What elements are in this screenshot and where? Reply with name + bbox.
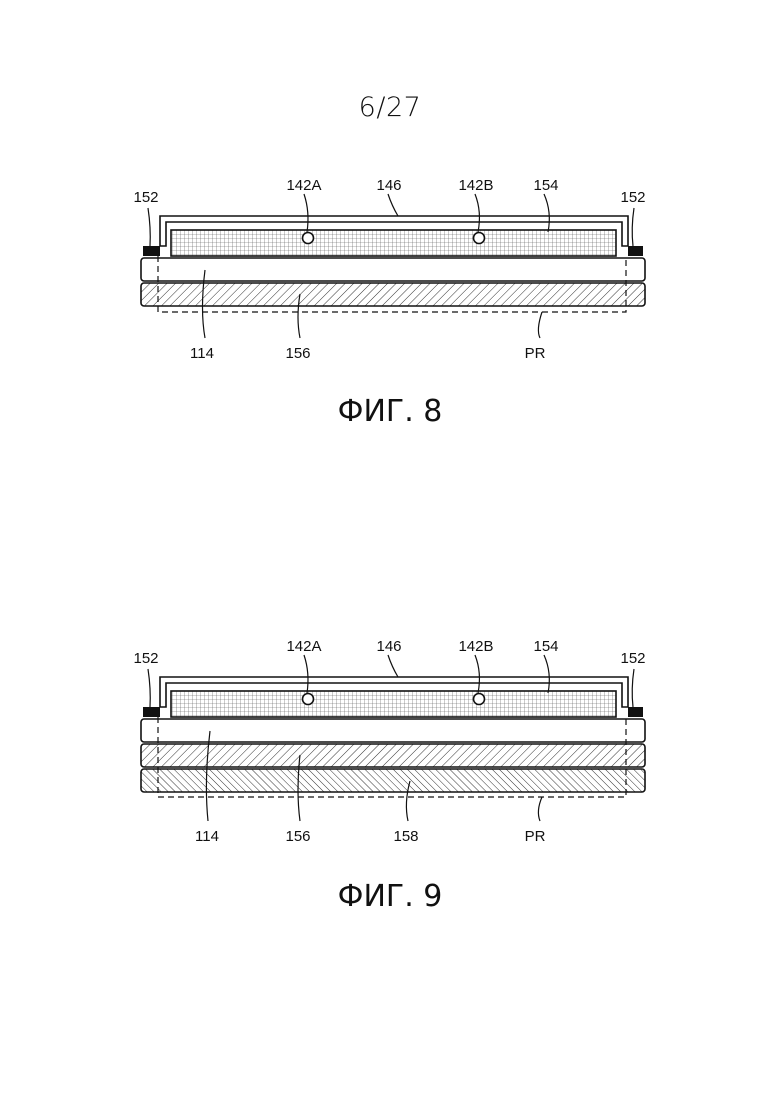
label-146: 146: [376, 638, 401, 655]
point-142a: [303, 233, 314, 244]
seal-right-152: [628, 707, 643, 717]
layer-156: [141, 744, 645, 767]
substrate-114: [141, 719, 645, 742]
substrate-114: [141, 258, 645, 281]
label-154: 154: [533, 638, 558, 655]
seal-left-152: [143, 246, 160, 256]
figure-8-caption: ФИГ. 8: [0, 394, 780, 429]
label-146: 146: [376, 177, 401, 194]
figure-8-drawing: 152 152 142A 146 142B 154 114 156 PR: [0, 170, 780, 390]
label-pr: PR: [525, 828, 546, 845]
label-158: 158: [393, 828, 418, 845]
label-156: 156: [285, 828, 310, 845]
seal-left-152: [143, 707, 160, 717]
page-number: 6/27: [0, 92, 780, 123]
figure-9-drawing: 152 152 142A 146 142B 154 114 156 158 PR: [0, 631, 780, 851]
label-152-right: 152: [620, 189, 645, 206]
figure-9-caption: ФИГ. 9: [0, 879, 780, 914]
label-142b: 142B: [458, 177, 493, 194]
label-142a: 142A: [286, 177, 321, 194]
label-pr: PR: [525, 345, 546, 362]
label-142b: 142B: [458, 638, 493, 655]
label-156: 156: [285, 345, 310, 362]
label-152-left: 152: [133, 650, 158, 667]
figure-9-diagram: 152 152 142A 146 142B 154 114 156 158 PR: [0, 631, 780, 891]
mesh-layer-154: [171, 691, 616, 717]
label-114: 114: [195, 828, 219, 845]
figure-8-diagram: 152 152 142A 146 142B 154 114 156 PR: [0, 170, 780, 430]
seal-right-152: [628, 246, 643, 256]
label-152-right: 152: [620, 650, 645, 667]
label-142a: 142A: [286, 638, 321, 655]
layer-158: [141, 769, 645, 792]
mesh-layer-154: [171, 230, 616, 256]
layer-156: [141, 283, 645, 306]
label-154: 154: [533, 177, 558, 194]
label-114: 114: [190, 345, 214, 362]
point-142a: [303, 694, 314, 705]
point-142b: [474, 233, 485, 244]
point-142b: [474, 694, 485, 705]
label-152-left: 152: [133, 189, 158, 206]
